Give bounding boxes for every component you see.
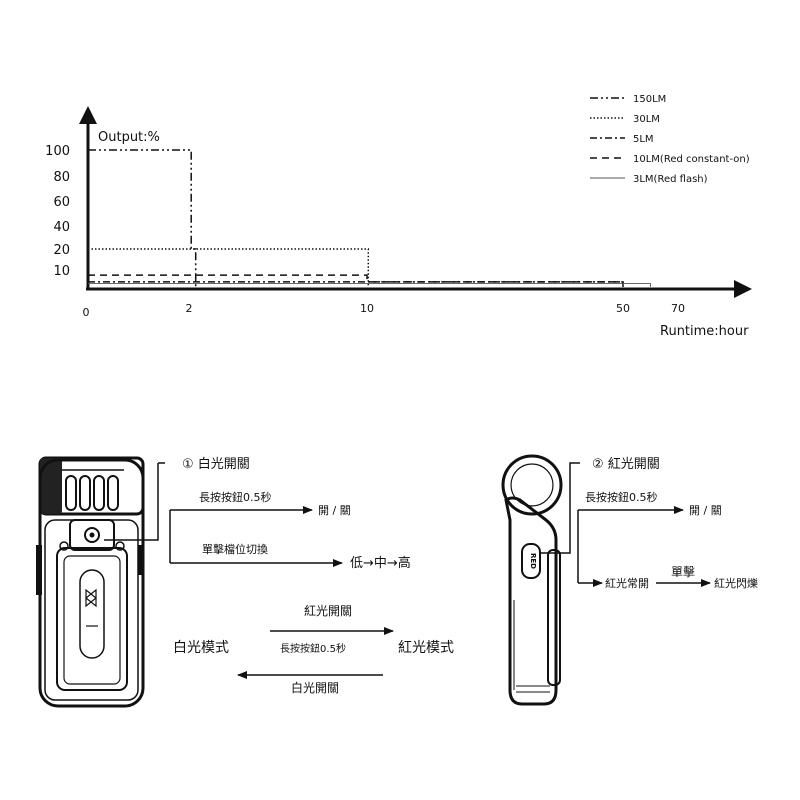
series-layer xyxy=(88,149,651,287)
y-tick-label: 40 xyxy=(53,220,70,235)
mode-switch-arrows xyxy=(237,627,394,679)
y-tick-label: 100 xyxy=(45,144,70,159)
series-line-2 xyxy=(88,248,370,287)
x-axis-arrowhead xyxy=(734,280,752,298)
x-tick-label: 70 xyxy=(671,302,685,315)
legend-label: 10LM(Red constant-on) xyxy=(633,154,750,165)
y-tick-label: 60 xyxy=(53,195,70,210)
white-click-result: 低→中→高 xyxy=(350,555,411,571)
series-line-1 xyxy=(88,149,197,287)
legend-label: 5LM xyxy=(633,134,654,145)
red-light-button xyxy=(521,543,541,579)
red-press-result: 開 / 關 xyxy=(689,504,722,517)
x-tick-label: 50 xyxy=(616,302,630,315)
white-light-button xyxy=(84,527,100,543)
x-tick-label: 0 xyxy=(83,306,90,319)
device-side-body xyxy=(504,496,558,706)
y-axis-label: Output:% xyxy=(98,130,160,145)
red-state-constant: 紅光常開 xyxy=(605,576,649,590)
series-line-5 xyxy=(88,283,651,287)
y-axis-arrowhead xyxy=(79,106,97,124)
mode-bottom-label: 白光開關 xyxy=(291,680,339,695)
red-state-flash: 紅光閃爍 xyxy=(714,576,758,590)
series-line-3 xyxy=(88,281,624,287)
runtime-chart: Output:% Runtime:hour 100 80 60 40 20 10… xyxy=(45,94,752,339)
y-tick-label: 20 xyxy=(53,243,70,258)
red-light-callouts xyxy=(540,462,711,587)
white-switch-title: ① 白光開關 xyxy=(182,456,250,472)
mode-top-label: 紅光開關 xyxy=(304,604,352,618)
flashlight-side-illustration: RED xyxy=(501,454,563,706)
x-tick-label: 10 xyxy=(360,302,374,315)
white-press-result: 開 / 關 xyxy=(318,504,351,517)
cooling-fins xyxy=(65,475,119,511)
red-button-label: RED xyxy=(529,553,537,569)
red-switch-title: ② 紅光開關 xyxy=(592,457,660,472)
legend-label: 30LM xyxy=(633,114,660,125)
x-tick-labels: 0 2 10 50 70 xyxy=(83,302,686,319)
flashlight-front-illustration xyxy=(36,456,145,708)
legend-label: 3LM(Red flash) xyxy=(633,174,708,185)
y-tick-label: 80 xyxy=(53,170,70,185)
red-mode-label: 紅光模式 xyxy=(398,640,454,656)
chart-legend: 150LM 30LM 5LM 10LM(Red constant-on) 3LM(Red… xyxy=(590,94,750,185)
device-head-ring xyxy=(40,458,62,514)
x-axis-label: Runtime:hour xyxy=(660,324,749,339)
switch-plate xyxy=(69,519,115,551)
white-press-label: 長按按鈕0.5秒 xyxy=(199,490,272,504)
y-tick-label: 10 xyxy=(53,264,70,279)
mode-mid-label: 長按按鈕0.5秒 xyxy=(280,642,346,655)
legend-label: 150LM xyxy=(633,94,666,105)
red-click-label: 單擊 xyxy=(671,564,695,579)
white-light-callouts xyxy=(104,462,343,567)
x-tick-label: 2 xyxy=(186,302,193,315)
white-mode-label: 白光模式 xyxy=(173,640,229,656)
series-line-4 xyxy=(88,274,624,287)
clip xyxy=(56,547,128,691)
device-side-lens xyxy=(501,454,563,516)
white-click-label: 單擊檔位切換 xyxy=(202,542,268,556)
y-tick-labels: 100 80 60 40 20 10 xyxy=(45,144,70,279)
clip-side xyxy=(547,549,561,686)
red-press-label: 長按按鈕0.5秒 xyxy=(585,490,658,504)
